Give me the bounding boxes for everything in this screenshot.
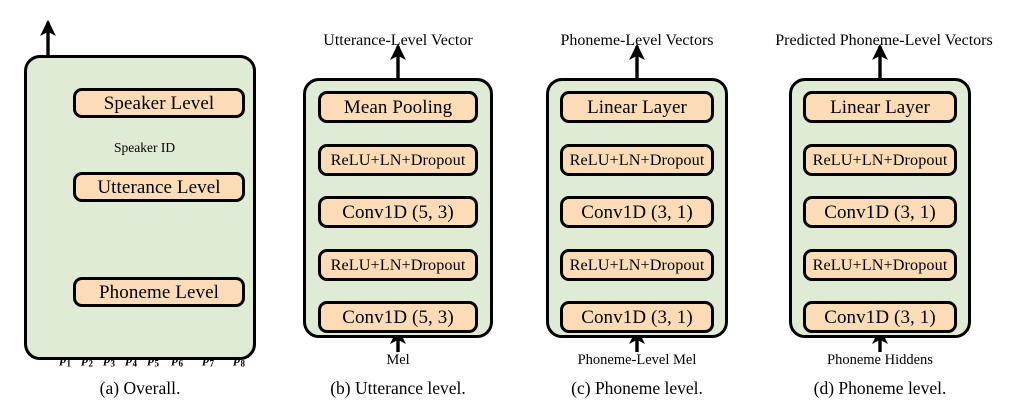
caption-d: (d) Phoneme level. xyxy=(813,378,947,398)
panel-c-bottom-label: Phoneme-Level Mel xyxy=(577,352,697,368)
block-c-conv1d-1[interactable]: Conv1D (3, 1) xyxy=(560,301,714,333)
block-phoneme-level[interactable]: Phoneme Level xyxy=(73,277,245,307)
block-d-linear-layer[interactable]: Linear Layer xyxy=(803,91,957,123)
phoneme-label-4: p4 xyxy=(126,351,137,369)
phoneme-label-6: p6 xyxy=(172,351,183,369)
panel-b-top-label: Utterance-Level Vector xyxy=(323,32,473,49)
block-d-relu-ln-dropout-1[interactable]: ReLU+LN+Dropout xyxy=(803,249,957,281)
panel-c-top-label: Phoneme-Level Vectors xyxy=(560,32,714,49)
block-d-relu-ln-dropout-2[interactable]: ReLU+LN+Dropout xyxy=(803,144,957,176)
block-c-relu-ln-dropout-1[interactable]: ReLU+LN+Dropout xyxy=(560,249,714,281)
block-d-conv1d-1[interactable]: Conv1D (3, 1) xyxy=(803,301,957,333)
phoneme-label-7: p7 xyxy=(203,351,214,369)
block-c-relu-ln-dropout-2[interactable]: ReLU+LN+Dropout xyxy=(560,144,714,176)
block-d-conv1d-2[interactable]: Conv1D (3, 1) xyxy=(803,196,957,228)
phoneme-label-5: p5 xyxy=(148,351,159,369)
panel-d-top-label: Predicted Phoneme-Level Vectors xyxy=(775,32,993,49)
speaker-id-label: Speaker ID xyxy=(114,140,176,155)
block-utterance-level[interactable]: Utterance Level xyxy=(73,172,245,202)
panel-d-bottom-label: Phoneme Hiddens xyxy=(827,352,933,368)
block-b-mean-pooling[interactable]: Mean Pooling xyxy=(318,91,478,123)
phoneme-label-3: p3 xyxy=(104,351,115,369)
caption-a: (a) Overall. xyxy=(99,378,181,398)
caption-c: (c) Phoneme level. xyxy=(571,378,703,398)
block-b-relu-ln-dropout-2[interactable]: ReLU+LN+Dropout xyxy=(318,144,478,176)
block-b-conv1d-1[interactable]: Conv1D (5, 3) xyxy=(318,301,478,333)
block-b-conv1d-2[interactable]: Conv1D (5, 3) xyxy=(318,196,478,228)
block-c-conv1d-2[interactable]: Conv1D (3, 1) xyxy=(560,196,714,228)
phoneme-label-1: p1 xyxy=(60,351,71,369)
panel-b-bottom-label: Mel xyxy=(386,352,410,368)
phoneme-label-2: p2 xyxy=(82,351,93,369)
phoneme-label-8: p8 xyxy=(234,351,245,369)
block-c-linear-layer[interactable]: Linear Layer xyxy=(560,91,714,123)
block-speaker-level[interactable]: Speaker Level xyxy=(73,88,245,118)
caption-b: (b) Utterance level. xyxy=(330,378,466,398)
block-b-relu-ln-dropout-1[interactable]: ReLU+LN+Dropout xyxy=(318,249,478,281)
